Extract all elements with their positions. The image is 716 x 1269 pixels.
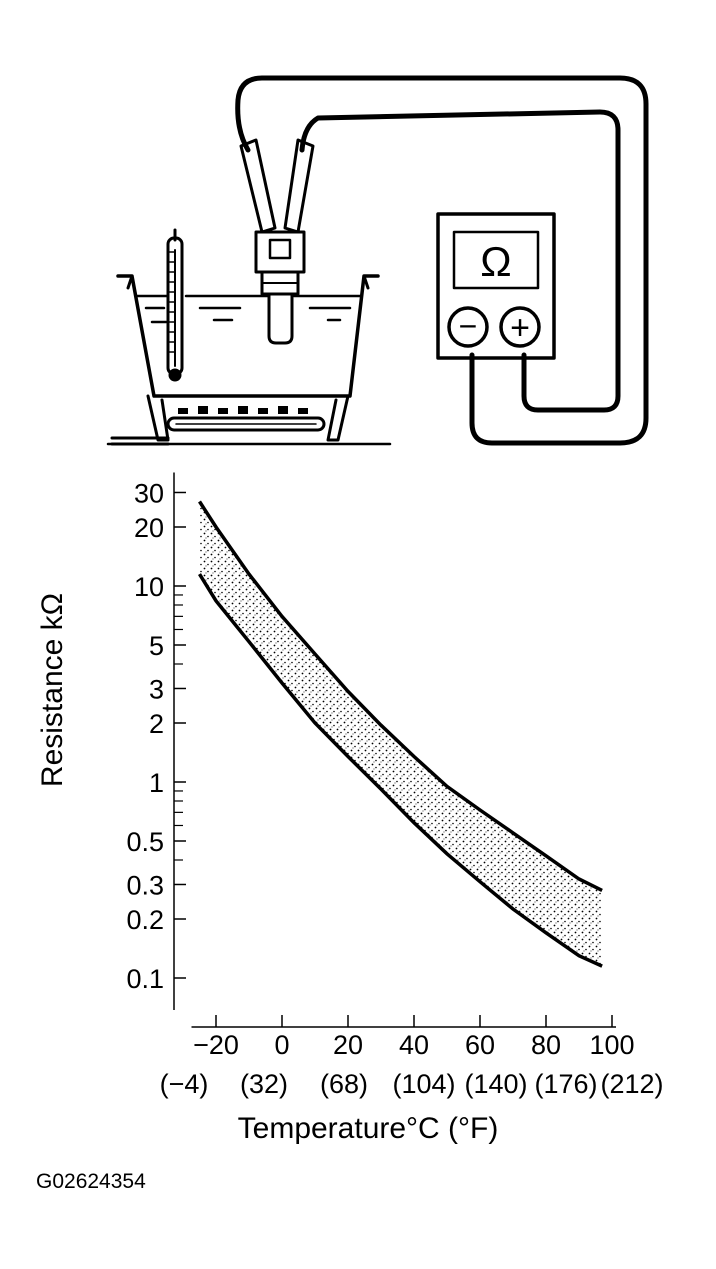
inner-lead-wire: [299, 109, 621, 413]
x-tick-label-c: 20: [333, 1030, 363, 1060]
y-tick-label: 2: [149, 709, 164, 739]
x-tick-label-f: (32): [240, 1069, 288, 1099]
positive-terminal-symbol: +: [510, 309, 530, 347]
ohmmeter: [436, 212, 556, 360]
x-tick-label-c: 0: [274, 1030, 289, 1060]
y-tick-label: 20: [134, 513, 164, 543]
figure-id: G02624354: [36, 1170, 146, 1193]
x-tick-label-c: −20: [193, 1030, 239, 1060]
x-tick-label-c: 40: [399, 1030, 429, 1060]
y-tick-label: 0.5: [126, 827, 164, 857]
x-tick-label-f: (104): [392, 1069, 455, 1099]
y-axis-title: Resistance kΩ: [36, 593, 69, 787]
upper-limit-curve: [198, 500, 603, 892]
x-axis-title: Temperature°C (°F): [238, 1112, 499, 1145]
x-tick-label-f: (−4): [160, 1069, 209, 1099]
y-minor-ticks: [174, 594, 183, 861]
y-tick-label: 1: [149, 768, 164, 798]
x-tick-label-c: 60: [465, 1030, 495, 1060]
thermometer: [166, 228, 184, 382]
y-tick-label: 3: [149, 674, 164, 704]
resistance-temperature-chart: 0.1 0.2 0.3 0.5 1 2 3 5 10 20 30 −20 (−4) 0 (32) 20 (68…: [126, 472, 664, 1099]
y-tick-label: 30: [134, 478, 164, 508]
burner-stand: [106, 394, 392, 446]
x-tick-label-c: 100: [589, 1030, 634, 1060]
sensor-probe-tip: [267, 292, 294, 345]
y-tick-label: 10: [134, 572, 164, 602]
x-tick-label-c: 80: [531, 1030, 561, 1060]
negative-terminal[interactable]: [447, 306, 489, 348]
water-container: [116, 274, 380, 398]
x-tick-label-f: (212): [600, 1069, 663, 1099]
positive-terminal[interactable]: [499, 306, 541, 348]
probe-handle-right: [283, 138, 315, 234]
x-tick-label-f: (176): [534, 1069, 597, 1099]
meter-display: [452, 230, 540, 290]
x-tick-label-f: (68): [320, 1069, 368, 1099]
y-axis-ticks: 0.1 0.2 0.3 0.5 1 2 3 5 10 20 30: [126, 478, 186, 994]
sensor-connector: [254, 230, 306, 274]
resistance-band-area: [199, 501, 603, 967]
negative-terminal-symbol: −: [459, 308, 478, 344]
x-tick-label-f: (140): [464, 1069, 527, 1099]
y-tick-label: 0.3: [126, 870, 164, 900]
water-surface: [135, 294, 362, 324]
y-tick-label: 0.2: [126, 905, 164, 935]
y-tick-label: 5: [149, 631, 164, 661]
lower-limit-curve: [198, 573, 603, 968]
ohm-symbol: Ω: [480, 238, 511, 285]
outer-lead-wire: [235, 75, 649, 446]
y-tick-label: 0.1: [126, 964, 164, 994]
x-axis-ticks: −20 (−4) 0 (32) 20 (68) 40 (104) 60 (140)80 (176) 1…: [160, 1015, 664, 1099]
probe-handle-left: [239, 138, 277, 234]
test-setup-illustration: [106, 75, 649, 446]
